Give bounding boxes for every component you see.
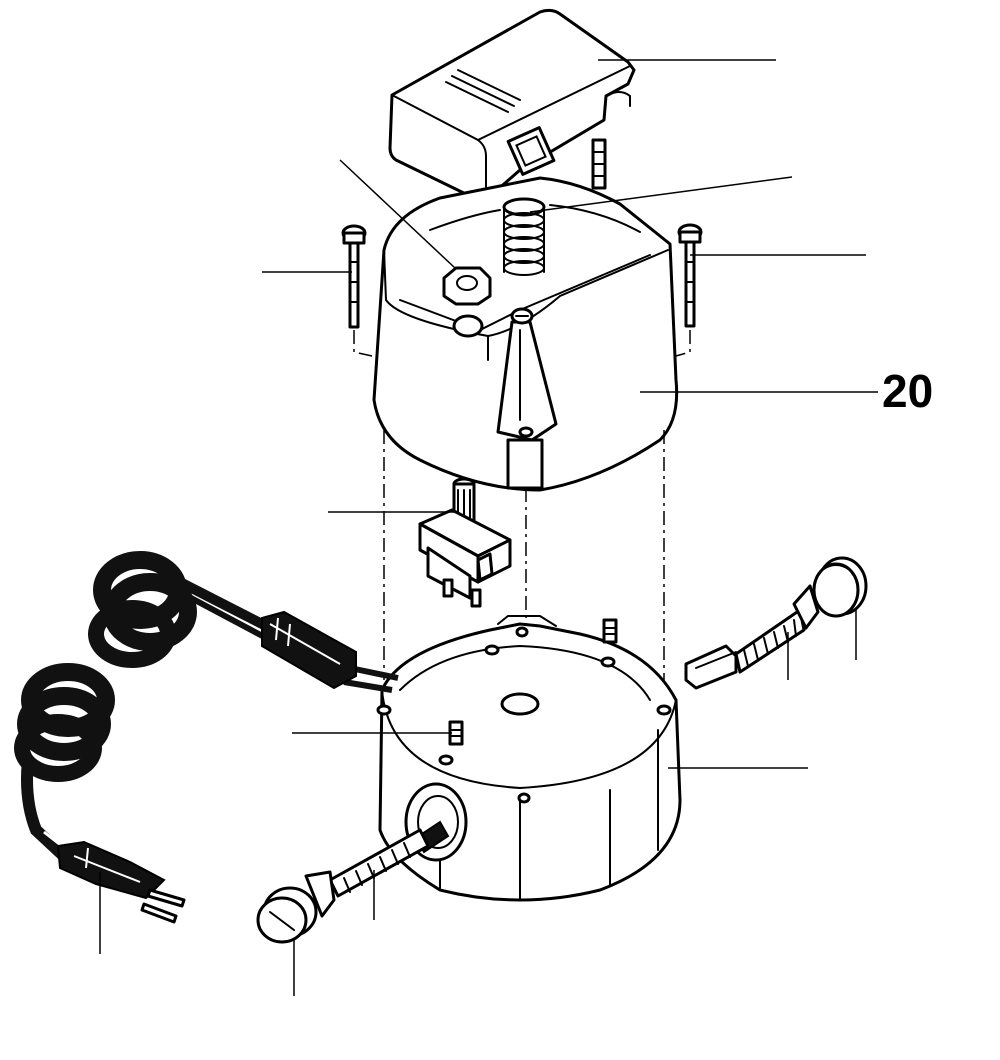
right-carbon-brush (684, 584, 820, 690)
cap-pin (591, 138, 607, 190)
right-housing-screw (677, 223, 703, 328)
left-housing-screw (341, 224, 367, 329)
leader-lines (99, 59, 878, 996)
set-screw-upper (602, 618, 618, 644)
callout-number: 20 (882, 365, 934, 417)
right-brush-cap (812, 556, 868, 618)
two-pin-plug (56, 840, 186, 924)
upper-housing (372, 176, 679, 492)
base-housing (376, 615, 682, 902)
hex-nut (442, 266, 492, 306)
cord-connector (261, 610, 357, 690)
left-brush-cap (256, 886, 318, 944)
center-screw (510, 307, 534, 325)
push-switch (418, 477, 512, 608)
left-carbon-brush (304, 820, 450, 918)
power-cord (14, 551, 399, 863)
top-cap (388, 8, 636, 202)
